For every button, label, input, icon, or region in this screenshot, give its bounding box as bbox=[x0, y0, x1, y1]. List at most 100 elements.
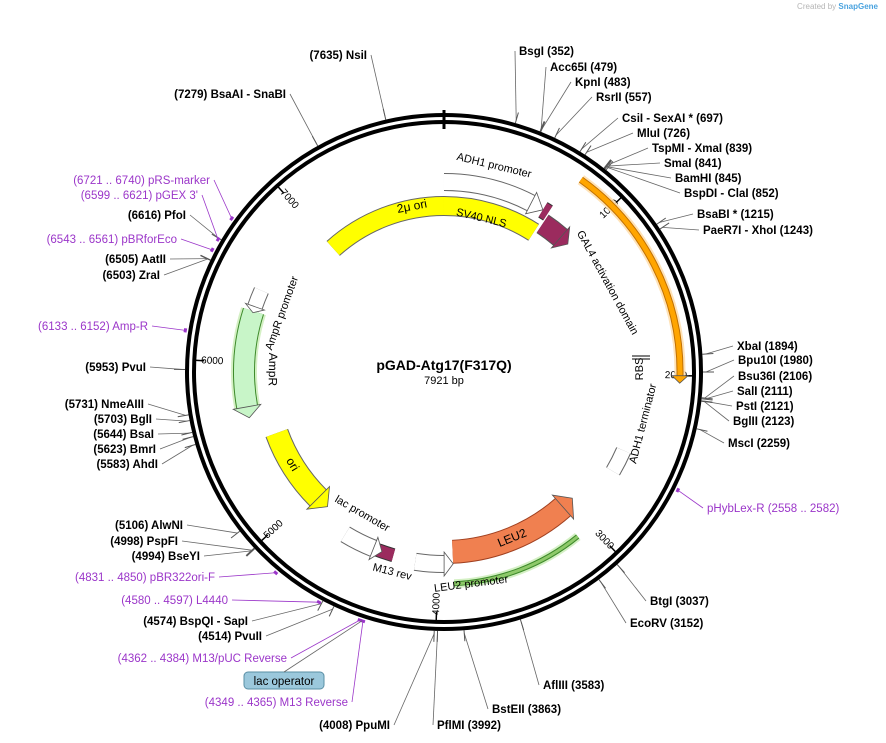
plasmid-size: 7921 bp bbox=[424, 375, 464, 387]
primer-site-pgex-3 bbox=[215, 236, 221, 242]
enzyme-label-bgli: (5703) BglI bbox=[94, 414, 152, 426]
enzyme-label-nsii: (7635) NsiI bbox=[309, 50, 367, 62]
enzyme-cut-psti bbox=[701, 400, 713, 403]
tick-label-5000: 5000 bbox=[262, 518, 286, 541]
tick-label-6000: 6000 bbox=[201, 355, 224, 367]
enzyme-label-pspfi-leader bbox=[181, 540, 252, 551]
enzyme-label-mlui: MluI (726) bbox=[637, 128, 690, 140]
enzyme-cut-bsgi bbox=[514, 112, 519, 124]
primer-site-amp-r bbox=[183, 328, 188, 333]
enzyme-label-bmri: (5623) BmrI bbox=[93, 444, 156, 456]
feature-ori-arrowhead bbox=[305, 485, 331, 510]
enzyme-cut-paer7i-xhoi bbox=[659, 222, 670, 230]
enzyme-label-zrai: (6503) ZraI bbox=[102, 270, 160, 282]
enzyme-label-bseyi: (4994) BseYI bbox=[132, 551, 200, 563]
enzyme-label-bspdi-clai: BspDI - ClaI (852) bbox=[684, 188, 779, 200]
tick-mark-7000 bbox=[276, 185, 285, 194]
enzyme-label-pfoi: (6616) PfoI bbox=[128, 210, 186, 222]
enzyme-label-alwni-leader bbox=[186, 524, 238, 534]
enzyme-cut-bsaai-snabi bbox=[311, 136, 319, 147]
enzyme-label-pvuii: (4514) PvuII bbox=[198, 631, 262, 643]
enzyme-cut-bmri bbox=[182, 436, 194, 440]
feature-gal4-outer-halo bbox=[577, 175, 686, 376]
enzyme-label-bsabi-leader bbox=[659, 213, 694, 223]
enzyme-label-kpni-leader bbox=[541, 81, 572, 130]
enzyme-label-bspqi-sapi-leader bbox=[251, 603, 322, 622]
plasmid-name: pGAD-Atg17(F317Q) bbox=[376, 357, 511, 373]
primer-label-m13-reverse: (4349 .. 4365) M13 Reverse bbox=[205, 697, 348, 709]
enzyme-cut-pvuii bbox=[328, 606, 335, 617]
enzyme-label-kpni: KpnI (483) bbox=[575, 77, 631, 89]
enzyme-cut-btgi bbox=[616, 564, 625, 574]
enzyme-label-afliii: AflIII (3583) bbox=[543, 680, 605, 692]
enzyme-label-pflmi-leader bbox=[432, 633, 438, 726]
enzyme-label-tspmi-xmai: TspMI - XmaI (839) bbox=[652, 143, 752, 155]
enzyme-label-msci-leader bbox=[699, 429, 725, 444]
enzyme-cut-rsrii bbox=[554, 127, 560, 139]
enzyme-cut-bsabi bbox=[656, 217, 667, 225]
lac-operator-leader bbox=[283, 620, 363, 673]
feature-ampr bbox=[234, 308, 264, 409]
enzyme-label-bsaai-snabi: (7279) BsaAI - SnaBI bbox=[174, 89, 286, 101]
enzyme-label-tspmi-xmai-leader bbox=[605, 147, 649, 167]
enzyme-label-bsgi: BsgI (352) bbox=[519, 46, 574, 58]
enzyme-label-ahdi: (5583) AhdI bbox=[96, 459, 158, 471]
enzyme-label-bamhi: BamHI (845) bbox=[675, 173, 742, 185]
enzyme-label-ppumi: (4008) PpuMI bbox=[319, 720, 390, 732]
feature-gal4-ad-arrowhead bbox=[550, 225, 571, 249]
enzyme-cut-bsteii bbox=[463, 630, 466, 642]
enzyme-label-pflmi: PflMI (3992) bbox=[437, 720, 501, 732]
enzyme-label-paer7i-xhoi-leader bbox=[662, 226, 700, 231]
primer-label-pbr322ori-f: (4831 .. 4850) pBR322ori-F bbox=[75, 572, 215, 584]
enzyme-label-bsu36i: Bsu36I (2106) bbox=[738, 371, 812, 383]
feature-label-adh1-terminator: ADH1 terminator bbox=[627, 382, 659, 465]
feature-label-leu2-promoter: LEU2 promoter bbox=[433, 573, 509, 594]
primer-site-prs-marker bbox=[229, 215, 235, 222]
feature-gal4-outer bbox=[579, 177, 683, 376]
enzyme-cut-tspmi-xmai bbox=[603, 159, 612, 169]
primer-label-amp-r: (6133 .. 6152) Amp-R bbox=[38, 321, 148, 333]
enzyme-label-rsrii: RsrII (557) bbox=[596, 92, 652, 104]
enzyme-cut-nmeaiii bbox=[177, 414, 189, 418]
enzyme-label-btgi: BtgI (3037) bbox=[650, 596, 709, 608]
enzyme-label-ecorv-leader bbox=[600, 581, 627, 624]
tick-label-7000: 7000 bbox=[278, 187, 301, 211]
enzyme-cut-bspqi-sapi bbox=[317, 600, 324, 611]
feature-label-lac-promoter: lac promoter bbox=[333, 493, 392, 534]
enzyme-label-bsai: (5644) BsaI bbox=[93, 429, 154, 441]
feature-label-gal4-ad: GAL4 activation domain bbox=[574, 229, 640, 337]
enzyme-label-bpu10i: Bpu10I (1980) bbox=[738, 355, 813, 367]
enzyme-label-xbai: XbaI (1894) bbox=[737, 341, 798, 353]
enzyme-label-rsrii-leader bbox=[555, 96, 593, 136]
enzyme-label-pvui: (5953) PvuI bbox=[85, 362, 146, 374]
feature-leu2-halo-line bbox=[454, 535, 579, 586]
feature-label-ori: ori bbox=[283, 455, 302, 474]
feature-adh1-terminator bbox=[606, 447, 631, 475]
feature-gal4-outer-arrowhead bbox=[671, 375, 690, 384]
enzyme-label-sali-leader bbox=[704, 390, 734, 400]
enzyme-cut-bsu36i bbox=[701, 397, 713, 400]
enzyme-label-nsii-leader bbox=[370, 54, 386, 117]
lac-operator-label: lac operator bbox=[254, 676, 315, 688]
enzyme-label-bspqi-sapi: (4574) BspQI - SapI bbox=[143, 616, 248, 628]
primer-label-pgex-3: (6599 .. 6621) pGEX 3' bbox=[81, 190, 198, 202]
feature-ampr-promoter bbox=[248, 287, 268, 310]
enzyme-cut-bseyi bbox=[246, 548, 256, 557]
enzyme-label-bspdi-clai-leader bbox=[607, 167, 681, 194]
site-labels: (7635) NsiI (7279) BsaAI - SnaBI (6616) Pf… bbox=[38, 46, 839, 732]
feature-leu2-arrowhead bbox=[551, 494, 575, 521]
feature-label-m13-rev: M13 rev bbox=[371, 562, 413, 584]
feature-gal4-ad-head bbox=[536, 215, 568, 246]
enzyme-cut-bsai bbox=[181, 431, 193, 436]
enzyme-cut-bgli bbox=[178, 420, 190, 424]
feature-label-rbs: RBS bbox=[634, 358, 646, 381]
enzyme-cut-zrai bbox=[200, 255, 211, 261]
plasmid-center-title: pGAD-Atg17(F317Q) 7921 bp bbox=[376, 357, 511, 387]
enzyme-label-bsaai-snabi-leader bbox=[289, 93, 317, 144]
enzyme-label-bamhi-leader bbox=[606, 166, 672, 179]
enzyme-label-bmri-leader bbox=[159, 436, 191, 450]
primer-label-pbr322ori-f-leader bbox=[218, 572, 276, 578]
enzyme-label-bglii: BglII (2123) bbox=[733, 416, 795, 428]
enzyme-label-bpu10i-leader bbox=[705, 359, 735, 373]
enzyme-label-nmeaiii: (5731) NmeAIII bbox=[65, 399, 144, 411]
